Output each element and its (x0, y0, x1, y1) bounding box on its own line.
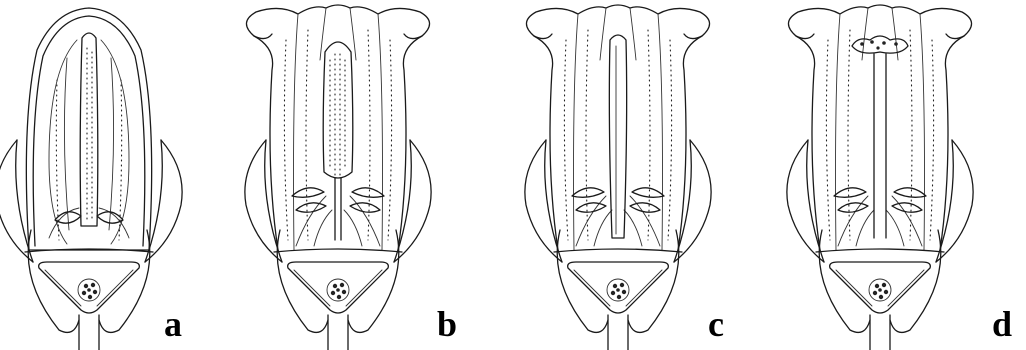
panel-label-a: a (164, 304, 182, 344)
panel-c-drawing (525, 5, 711, 350)
panel-label-c: c (708, 304, 724, 344)
panel-a-drawing (0, 8, 182, 350)
panel-label-d: d (992, 304, 1012, 344)
panel-d-drawing (787, 5, 973, 350)
panel-b-drawing (245, 5, 431, 350)
panel-label-b: b (437, 304, 457, 344)
